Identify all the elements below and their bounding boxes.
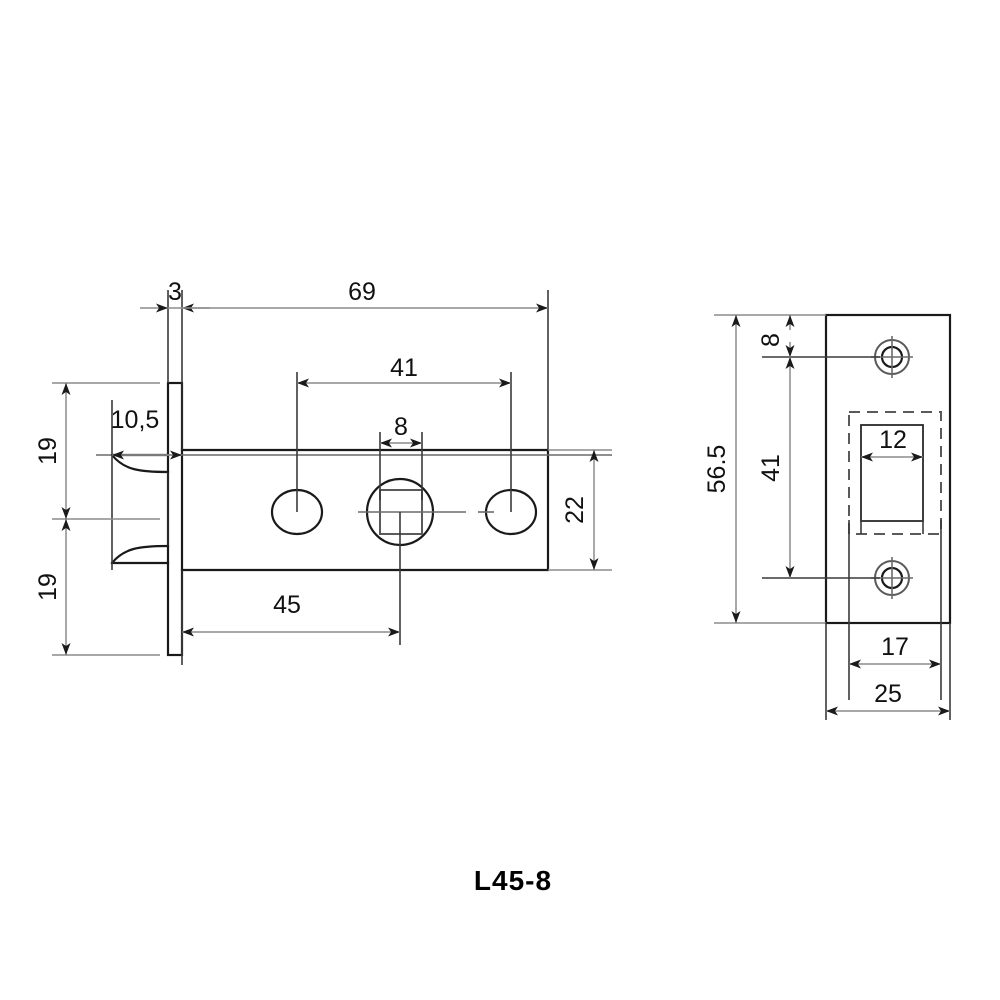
- dim-label-17: 17: [881, 633, 909, 661]
- dim-screw-hole-spacing: 41: [757, 357, 795, 578]
- faceplate-profile: [166, 381, 184, 657]
- dim-label-8: 8: [394, 413, 408, 441]
- dim-label-8-right: 8: [757, 333, 785, 347]
- faceplate-outline: [824, 313, 952, 625]
- dim-label-69: 69: [348, 278, 376, 306]
- dim-label-56-5: 56.5: [703, 445, 731, 494]
- dim-label-45: 45: [273, 591, 301, 619]
- dim-label-19-upper: 19: [34, 437, 62, 465]
- latch-case-body: [180, 448, 550, 572]
- dim-label-41-right: 41: [757, 454, 785, 482]
- dim-body-length: 69: [182, 278, 548, 313]
- dim-body-height: 22: [548, 449, 612, 571]
- dim-label-19-lower: 19: [34, 573, 62, 601]
- dim-backset: 45: [182, 591, 400, 637]
- dim-faceplate-width: 25: [826, 680, 950, 716]
- dim-spindle-square: 8: [380, 413, 422, 448]
- dim-label-10-5: 10,5: [111, 406, 160, 434]
- dim-label-41: 41: [390, 354, 418, 382]
- dim-inner-plate-width: 17: [849, 633, 941, 669]
- dim-label-25: 25: [874, 680, 902, 708]
- dim-label-3: 3: [168, 278, 182, 306]
- dim-faceplate-height: 56.5: [703, 315, 741, 623]
- side-elevation-view: 3 69 41 8 10,5: [34, 278, 612, 665]
- dim-label-12: 12: [879, 426, 907, 454]
- dim-label-22: 22: [561, 496, 589, 524]
- latch-bolt-tongue: [110, 453, 170, 565]
- dim-faceplate-upper-half: 19: [34, 383, 71, 519]
- dim-faceplate-thickness: 3: [140, 278, 210, 313]
- part-label: L45-8: [474, 865, 552, 896]
- dim-opening-width: 12: [861, 426, 923, 462]
- spindle-hole: [358, 477, 494, 547]
- dim-top-edge-to-screw: 8: [757, 315, 795, 357]
- front-faceplate-view: 56.5 41 8 12 17: [703, 313, 952, 720]
- dim-hole-spacing: 41: [297, 354, 511, 388]
- dim-bolt-projection: 10,5: [111, 406, 182, 460]
- dim-faceplate-lower-half: 19: [34, 519, 71, 655]
- latch-case-hidden-outline: [848, 411, 942, 535]
